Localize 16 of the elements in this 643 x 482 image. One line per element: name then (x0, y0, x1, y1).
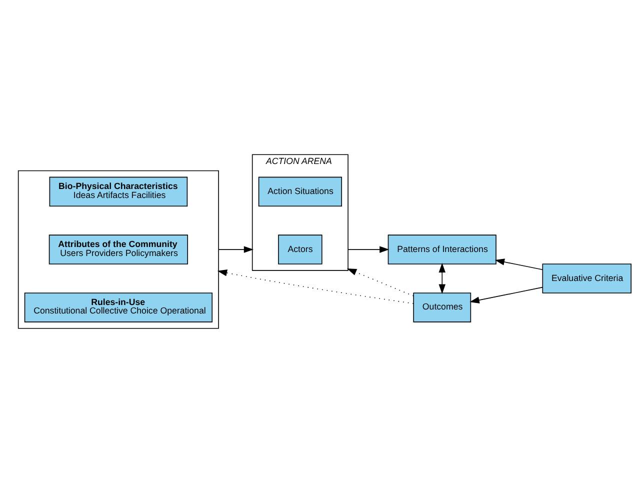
node-box: Rules-in-Use Constitutional Collective Choice Operational (24, 292, 213, 322)
node-box: Action Situations (258, 176, 342, 206)
node-box: Patterns of Interactions (388, 234, 496, 264)
arrow (218, 246, 254, 252)
node-box: Actors (278, 234, 322, 264)
arrow (346, 268, 414, 296)
node-box: Evaluative Criteria (542, 263, 632, 293)
node-box: Bio-Physical Characteristics Ideas Artifacts Facilities (49, 176, 188, 206)
arrow (217, 268, 414, 304)
arrow (470, 286, 543, 303)
node-box: Attributes of the Community Users Providers Policymakers (48, 234, 188, 264)
arrow (348, 246, 390, 252)
cluster (18, 170, 219, 328)
arrow (438, 262, 446, 294)
arrow (494, 258, 543, 270)
node-box: Outcomes (413, 292, 472, 322)
